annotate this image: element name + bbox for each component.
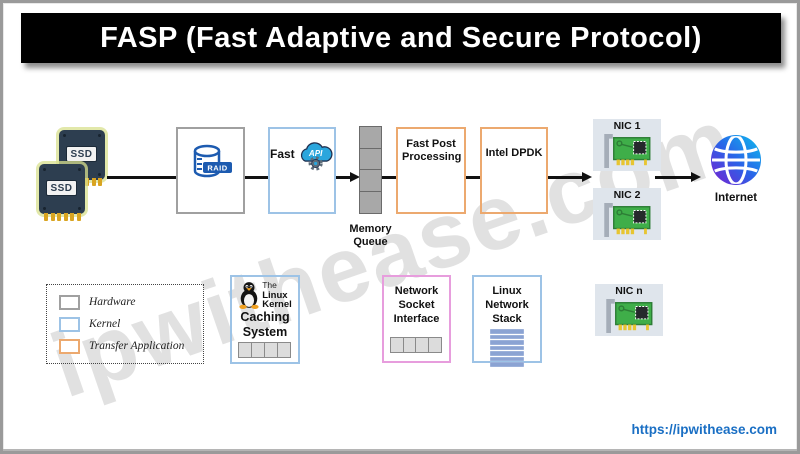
legend-item-kernel: Kernel <box>59 316 203 332</box>
website-link[interactable]: https://ipwithease.com <box>631 422 777 437</box>
legend-label: Hardware <box>89 296 136 308</box>
internet-label: Internet <box>714 192 758 204</box>
transfer-application-swatch <box>59 338 80 354</box>
hardware-swatch <box>59 294 80 310</box>
nic-card-icon <box>604 133 651 169</box>
linux-kernel-kernel: Kernel <box>262 299 292 310</box>
fast-post-processing-label: Fast Post Processing <box>402 138 462 163</box>
flow-line <box>245 176 268 179</box>
network-stack-icon <box>474 329 540 367</box>
raid-box: RAID <box>176 127 245 214</box>
cache-cells <box>232 341 298 358</box>
ssd-label: SSD <box>46 180 77 196</box>
legend-item-hardware: Hardware <box>59 294 203 310</box>
memory-queue <box>359 125 382 215</box>
tux-penguin-icon <box>239 282 259 310</box>
arrow-head <box>691 172 701 182</box>
socket-cells <box>384 337 449 353</box>
nic-1-label: NIC 1 <box>613 120 641 132</box>
ssd-label: SSD <box>66 146 97 162</box>
memory-queue-label: Memory Queue <box>349 223 392 248</box>
flow-line <box>336 176 351 179</box>
flow-line <box>548 176 583 179</box>
kernel-swatch <box>59 316 80 332</box>
arrow-head <box>350 172 360 182</box>
linux-kernel-the: The <box>262 280 277 290</box>
nic-2-label: NIC 2 <box>613 189 641 201</box>
flow-line <box>466 176 480 179</box>
linux-network-stack-box: Linux Network Stack <box>472 275 542 367</box>
api-cloud-gear-icon: API <box>300 142 333 171</box>
intel-dpdk-box: Intel DPDK <box>480 127 548 214</box>
flow-line <box>107 176 176 179</box>
internet: Internet <box>707 134 765 204</box>
raid-database-icon: RAID <box>193 144 232 178</box>
system-label: System <box>242 324 288 339</box>
title-bar: FASP (Fast Adaptive and Secure Protocol) <box>21 13 781 63</box>
linux-network-stack-label: Linux Network Stack <box>485 285 529 325</box>
linux-kernel-linux: Linux <box>262 289 288 301</box>
fast-api-box: Fast API <box>268 127 336 214</box>
nic-2: NIC 2 <box>593 188 661 240</box>
network-socket-interface-label: Network Socket Interface <box>393 285 440 325</box>
caching-label: Caching <box>240 309 290 324</box>
internet-globe-icon <box>711 135 761 185</box>
legend-label: Kernel <box>89 318 121 330</box>
nic-1: NIC 1 <box>593 119 661 171</box>
svg-text:API: API <box>308 149 323 158</box>
fast-post-processing-box: Fast Post Processing <box>396 127 466 214</box>
legend: Hardware Kernel Transfer Application <box>46 284 204 364</box>
network-socket-interface-box: Network Socket Interface <box>382 275 451 363</box>
fast-label: Fast <box>270 147 295 161</box>
linux-kernel-caching-box: The Linux Kernel Caching System <box>230 275 300 364</box>
svg-text:RAID: RAID <box>207 164 227 173</box>
arrow-head <box>582 172 592 182</box>
page-title: FASP (Fast Adaptive and Secure Protocol) <box>100 21 702 54</box>
ssd-stack: SSD SSD <box>39 130 109 225</box>
legend-item-transfer-application: Transfer Application <box>59 338 203 354</box>
ssd-icon: SSD <box>39 164 85 221</box>
nic-card-icon <box>606 298 653 334</box>
nic-n: NIC n <box>595 284 663 336</box>
flow-line <box>655 176 692 179</box>
intel-dpdk-label: Intel DPDK <box>485 147 543 159</box>
nic-card-icon <box>604 202 651 238</box>
nic-n-label: NIC n <box>615 285 643 297</box>
legend-label: Transfer Application <box>89 340 185 352</box>
flow-line <box>381 176 396 179</box>
